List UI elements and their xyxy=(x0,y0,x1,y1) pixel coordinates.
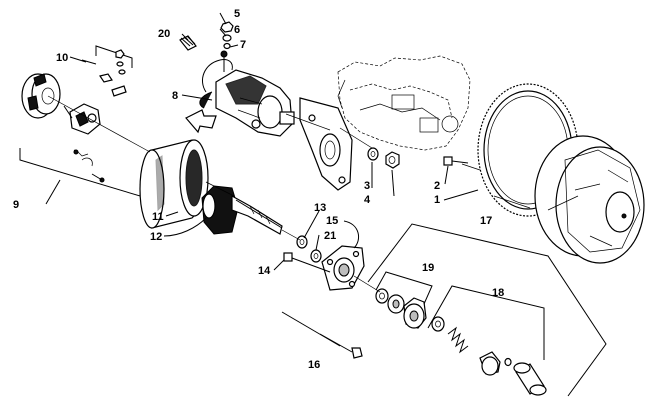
terminal-hardware xyxy=(81,45,133,97)
callout-2: 2 xyxy=(434,180,440,192)
callout-15: 15 xyxy=(326,215,338,227)
callout-19: 19 xyxy=(422,262,434,274)
drive-collar xyxy=(431,316,445,332)
callout-9: 9 xyxy=(13,199,19,211)
pinion-washer xyxy=(387,294,405,314)
pinion-gear xyxy=(403,297,427,329)
mounting-bracket xyxy=(299,97,353,191)
bolt-2 xyxy=(443,156,469,166)
reference-labels: 1 2 3 4 5 6 7 8 9 10 11 12 13 14 15 16 1… xyxy=(13,8,504,371)
drive-housing xyxy=(321,245,365,291)
callout-4: 4 xyxy=(364,194,371,206)
callout-12: 12 xyxy=(150,231,162,243)
callout-18: 18 xyxy=(492,287,504,299)
nut-5 xyxy=(220,21,234,33)
callout-6: 6 xyxy=(234,24,240,36)
group-bracket-18 xyxy=(427,285,545,360)
group-bracket-17 xyxy=(367,223,607,397)
lockwasher-6 xyxy=(222,34,232,42)
callout-16: 16 xyxy=(308,359,320,371)
callout-21: 21 xyxy=(324,230,336,242)
armature xyxy=(201,185,283,235)
drive-clip xyxy=(504,357,512,367)
callout-5: 5 xyxy=(234,8,240,20)
washer-7 xyxy=(223,42,231,50)
brush-holder xyxy=(63,103,101,135)
callout-14: 14 xyxy=(258,265,271,277)
callout-11: 11 xyxy=(152,211,164,223)
solenoid-assembly xyxy=(199,50,295,137)
drive-sleeve xyxy=(479,351,501,376)
group-bracket-9 xyxy=(19,148,141,205)
bolt-16-leader xyxy=(281,311,341,347)
washer-13 xyxy=(296,235,308,249)
callout-10: 10 xyxy=(56,52,68,64)
spring-20 xyxy=(179,35,197,51)
washer-19a xyxy=(375,288,389,304)
callout-1: 1 xyxy=(434,194,440,206)
washer-3 xyxy=(367,147,379,161)
leader-lines xyxy=(69,12,479,271)
front-direction-arrow xyxy=(185,109,217,134)
flywheel xyxy=(534,135,645,264)
through-bolt-14 xyxy=(283,252,331,273)
nut-4 xyxy=(385,151,400,169)
callout-8: 8 xyxy=(172,90,178,102)
axis-lines xyxy=(47,95,579,293)
callout-13: 13 xyxy=(314,202,326,214)
washer-21 xyxy=(310,249,322,263)
callout-7: 7 xyxy=(240,39,246,51)
group-bracket-19 xyxy=(375,271,433,305)
callout-20: 20 xyxy=(158,28,170,40)
callout-17: 17 xyxy=(480,215,492,227)
field-frame xyxy=(139,139,209,229)
end-cap xyxy=(21,73,61,119)
drive-spring xyxy=(447,326,469,354)
engine-block xyxy=(337,55,471,151)
drive-pin xyxy=(513,362,547,396)
brush-lead-clips xyxy=(73,149,105,183)
callout-3: 3 xyxy=(364,180,370,192)
